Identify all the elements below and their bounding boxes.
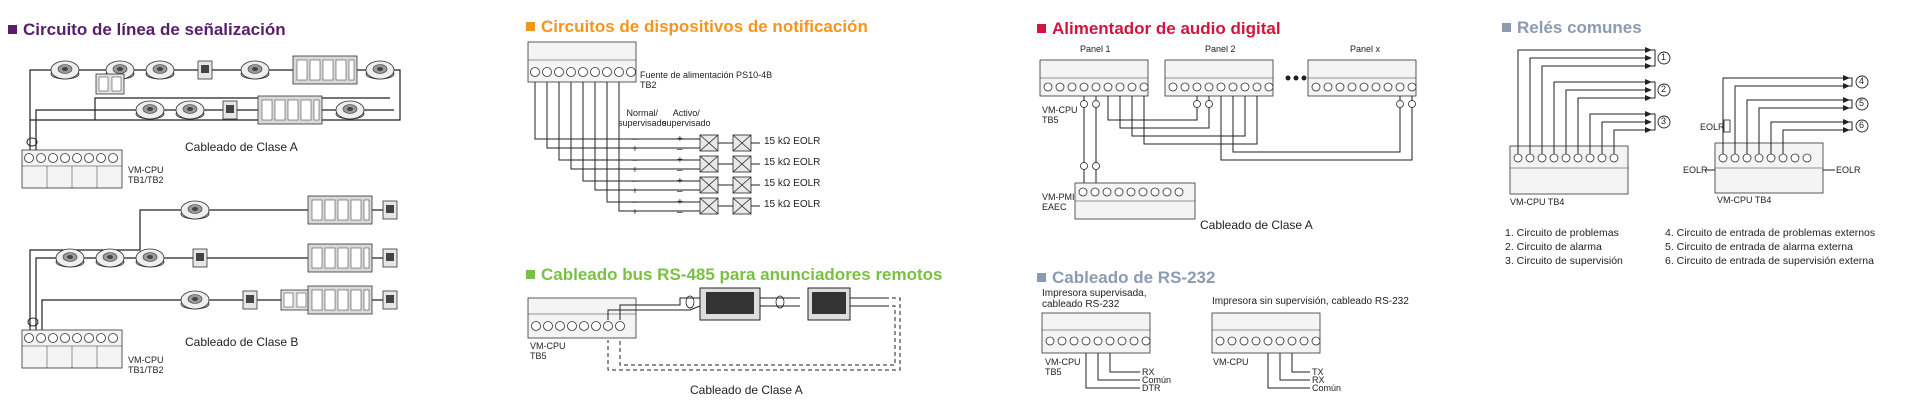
nac-eolr-3: 15 kΩ EOLR <box>764 178 821 189</box>
svg-text:+: + <box>632 207 638 218</box>
svg-text:+: + <box>632 186 638 197</box>
svg-text:–: – <box>632 176 638 187</box>
audio-panel-x-label: Panel x <box>1350 44 1381 54</box>
svg-text:–: – <box>677 144 683 155</box>
rs232-left-caption: Impresora supervisada, cableado RS-232 <box>1042 288 1147 310</box>
audio-pmi-label: VM-PMI EAEC <box>1042 192 1075 212</box>
relays-legend-left: 1. Circuito de problemas 2. Circuito de … <box>1505 226 1623 268</box>
relay-num-5: 5 <box>1859 98 1865 108</box>
rs232-right-panel: VM-CPU <box>1213 357 1249 367</box>
svg-text:+: + <box>677 197 683 208</box>
relays-eolr-top: EOLR <box>1700 122 1725 132</box>
legend-item-5: 5. Circuito de entrada de alarma externa <box>1665 241 1853 253</box>
rs485-title: Cableado bus RS-485 para anunciadores re… <box>526 265 943 285</box>
svg-text:+: + <box>632 144 638 155</box>
rs232-right-signal-3: Común <box>1312 383 1342 393</box>
slc-class-b-caption: Cableado de Clase B <box>185 335 299 349</box>
rs232-right-caption: Impresora sin supervisión, cableado RS-2… <box>1212 296 1409 307</box>
nac-eolr-2: 15 kΩ EOLR <box>764 157 821 168</box>
relays-eolr-right: EOLR <box>1836 165 1861 175</box>
audio-title-text: Alimentador de audio digital <box>1052 19 1281 38</box>
svg-text:–: – <box>677 165 683 176</box>
svg-text:+: + <box>632 165 638 176</box>
relays-tb-right: VM-CPU TB4 <box>1717 195 1772 205</box>
rs232-right-signal-1: TX <box>1312 367 1324 377</box>
nac-tb-label: TB2 <box>640 80 657 90</box>
svg-text:–: – <box>677 186 683 197</box>
nac-title: Circuitos de dispositivos de notificació… <box>526 17 868 37</box>
relays-tb-left: VM-CPU TB4 <box>1510 197 1565 207</box>
slc-panel-a-label: VM-CPU TB1/TB2 <box>128 165 164 185</box>
relays-eolr-left: EOLR <box>1683 165 1708 175</box>
legend-item-4: 4. Circuito de entrada de problemas exte… <box>1665 227 1876 239</box>
svg-text:–: – <box>632 134 638 145</box>
svg-text:–: – <box>632 155 638 166</box>
relays-title-marker <box>1502 23 1511 32</box>
relays-legend-right: 4. Circuito de entrada de problemas exte… <box>1665 226 1875 268</box>
relay-num-6: 6 <box>1859 120 1865 130</box>
legend-item-6: 6. Circuito de entrada de supervisión ex… <box>1665 255 1874 267</box>
audio-cpu-label: VM-CPU TB5 <box>1042 105 1078 125</box>
svg-text:–: – <box>677 207 683 218</box>
svg-text:+: + <box>677 176 683 187</box>
rs232-left-signal-1: RX <box>1142 367 1155 377</box>
svg-text:–: – <box>632 197 638 208</box>
rs485-panel-label: VM-CPU TB5 <box>530 341 566 361</box>
relays-title-text: Relés comunes <box>1517 18 1642 37</box>
legend-item-2: 2. Circuito de alarma <box>1505 241 1602 253</box>
svg-text:+: + <box>677 134 683 145</box>
nac-title-text: Circuitos de dispositivos de notificació… <box>541 17 868 36</box>
audio-title-marker <box>1037 24 1046 33</box>
relays-title: Relés comunes <box>1502 18 1642 38</box>
slc-title-marker <box>8 25 17 34</box>
svg-text:+: + <box>677 155 683 166</box>
rs485-title-marker <box>526 270 535 279</box>
rs232-title-text: Cableado de RS-232 <box>1052 268 1216 287</box>
legend-item-1: 1. Circuito de problemas <box>1505 227 1619 239</box>
audio-title: Alimentador de audio digital <box>1037 19 1281 39</box>
relay-num-3: 3 <box>1661 116 1667 126</box>
audio-caption: Cableado de Clase A <box>1200 218 1313 232</box>
nac-normal-label: Normal/ supervisado <box>618 108 667 128</box>
nac-psu-label: Fuente de alimentación PS10-4B <box>640 70 773 80</box>
slc-title: Circuito de línea de señalización <box>8 20 286 40</box>
nac-title-marker <box>526 22 535 31</box>
rs232-title: Cableado de RS-232 <box>1037 268 1215 288</box>
rs232-right-signal-2: RX <box>1312 375 1325 385</box>
nac-eolr-4: 15 kΩ EOLR <box>764 199 821 210</box>
rs232-title-marker <box>1037 273 1046 282</box>
relay-num-1: 1 <box>1661 52 1667 62</box>
relay-num-4: 4 <box>1859 76 1865 86</box>
rs485-caption: Cableado de Clase A <box>690 383 803 397</box>
legend-item-3: 3. Circuito de supervisión <box>1505 255 1623 267</box>
slc-title-text: Circuito de línea de señalización <box>23 20 286 39</box>
rs485-title-text: Cableado bus RS-485 para anunciadores re… <box>541 265 943 284</box>
nac-eolr-1: 15 kΩ EOLR <box>764 136 821 147</box>
audio-panel-1-label: Panel 1 <box>1080 44 1111 54</box>
rs232-left-signal-2: Común <box>1142 375 1172 385</box>
relay-num-2: 2 <box>1661 84 1667 94</box>
slc-class-a-caption: Cableado de Clase A <box>185 140 298 154</box>
rs232-left-panel: VM-CPU TB5 <box>1045 357 1081 377</box>
slc-panel-b-label: VM-CPU TB1/TB2 <box>128 355 164 375</box>
audio-panel-2-label: Panel 2 <box>1205 44 1236 54</box>
nac-active-label: Activo/ supervisado <box>662 108 711 128</box>
rs232-left-signal-3: DTR <box>1142 383 1161 393</box>
